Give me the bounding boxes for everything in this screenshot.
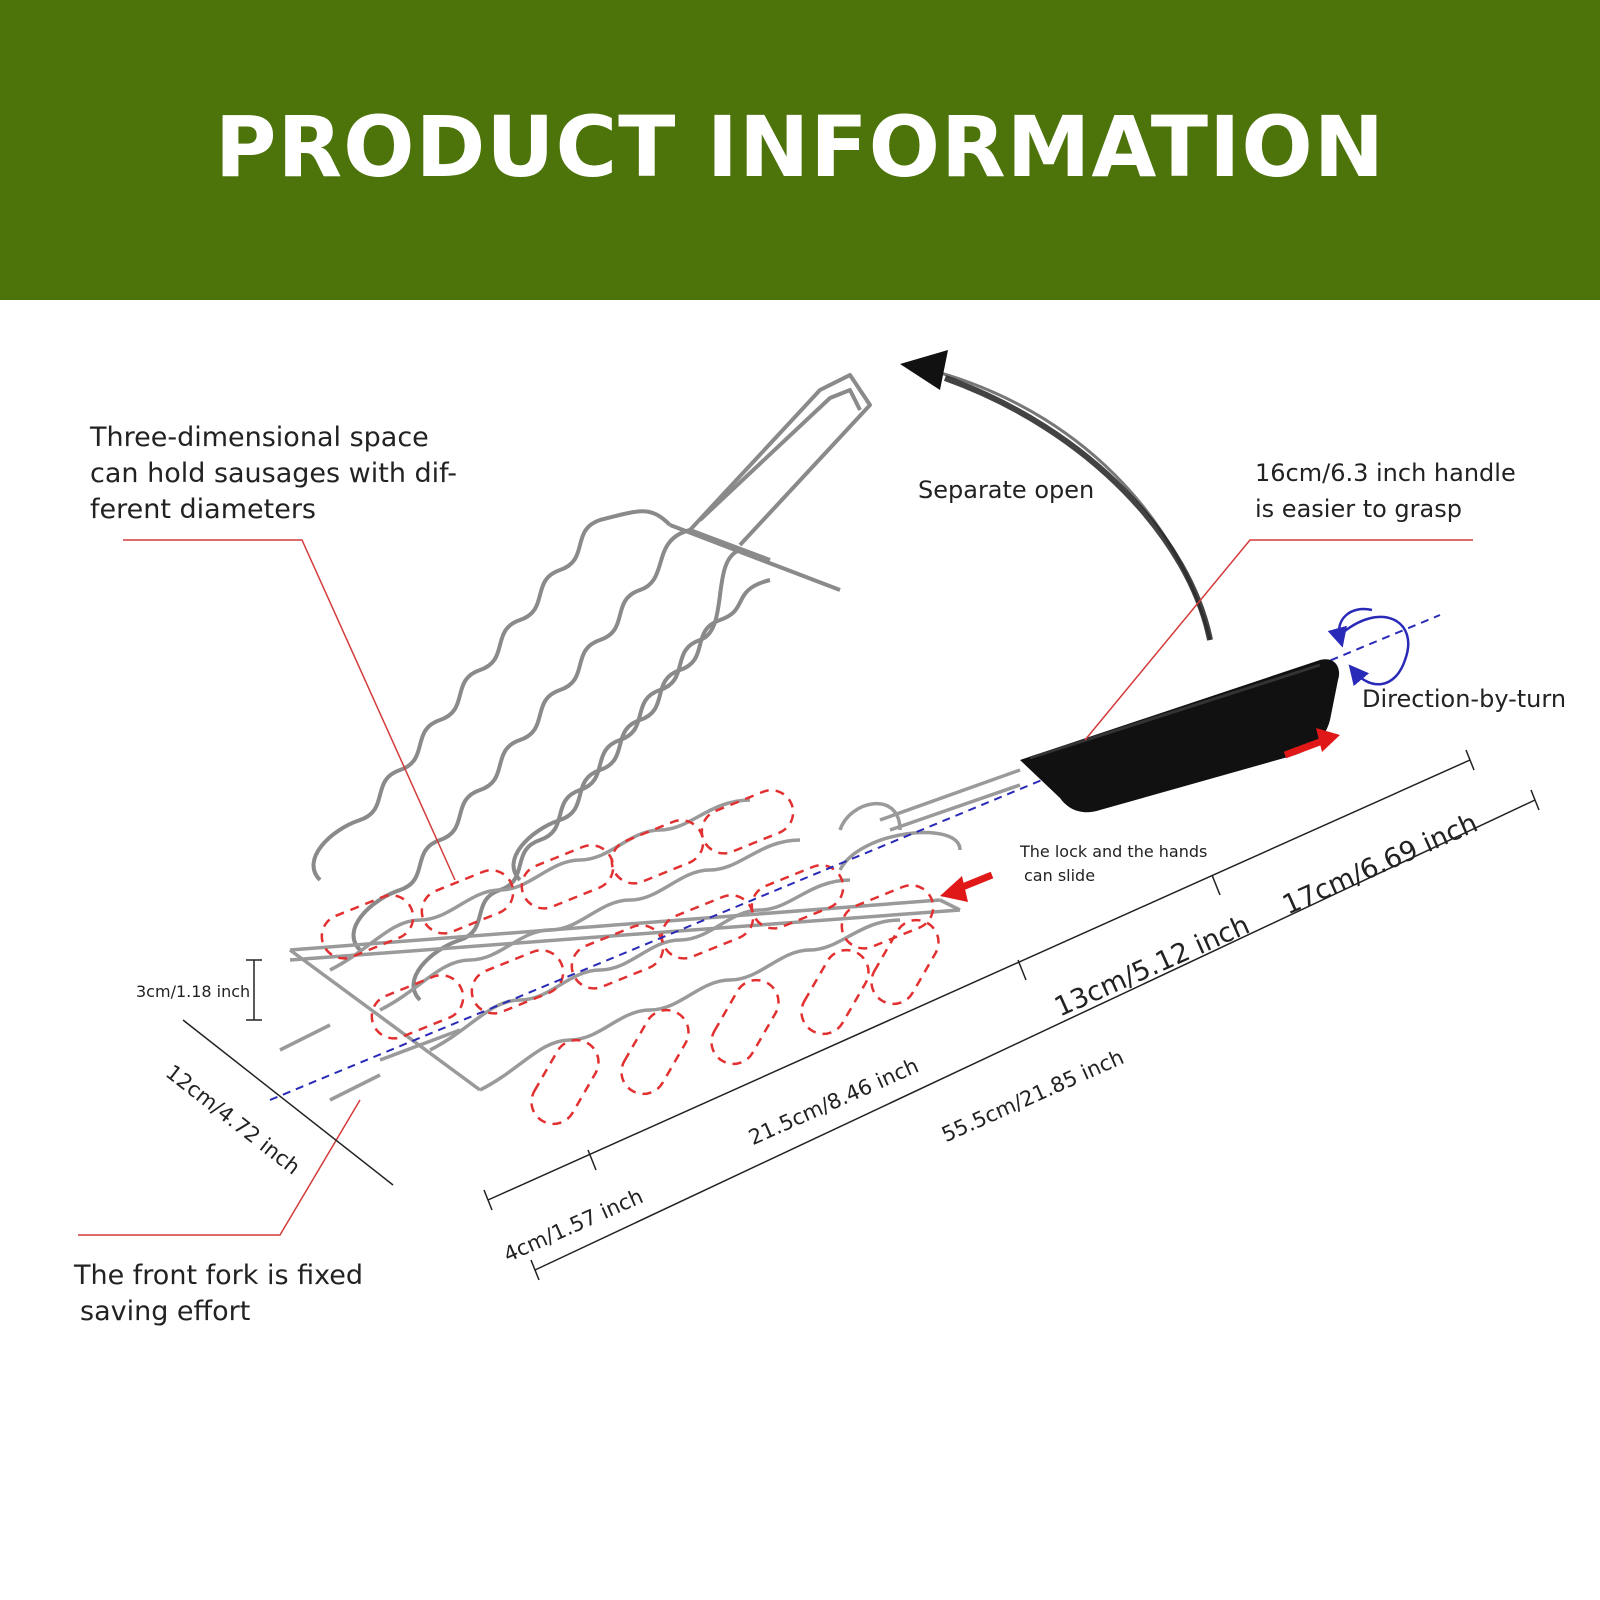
callout-line: saving effort [80, 1296, 251, 1327]
page-title: PRODUCT INFORMATION [214, 98, 1386, 196]
callout-line: The lock and the hands [1020, 842, 1208, 861]
lock-slide-callout: The lock and the hands can slide [1020, 840, 1207, 888]
black-handle [1020, 659, 1340, 813]
slide-arrow-left-icon [940, 871, 994, 902]
three-dimensional-callout: Three-dimensional space can hold sausage… [90, 420, 457, 528]
callout-line: is easier to grasp [1255, 495, 1462, 523]
height-dimension-label: 3cm/1.18 inch [136, 982, 251, 1001]
callout-line: 16cm/6.3 inch handle [1255, 459, 1516, 487]
callout-line: can slide [1024, 866, 1096, 885]
callout-line: Three-dimensional space [90, 422, 429, 453]
lower-grid [279, 768, 1021, 1126]
slide-arrow-right-icon [1283, 728, 1340, 759]
callout-line: ferent diameters [90, 494, 316, 525]
rotation-arrow-icon [1327, 607, 1410, 687]
callout-line: The front fork is fixed [74, 1260, 364, 1291]
callout-line: can hold sausages with dif- [90, 458, 457, 489]
direction-by-turn-label: Direction-by-turn [1362, 685, 1567, 713]
product-diagram [78, 350, 1540, 1281]
handle-callout: 16cm/6.3 inch handle is easier to grasp [1255, 455, 1516, 527]
header-banner: PRODUCT INFORMATION [0, 0, 1600, 300]
open-arc-arrow [900, 350, 1213, 641]
upper-wavy-lid [311, 373, 872, 1002]
front-fork-callout: The front fork is fixed saving effort [74, 1258, 363, 1330]
leader-lines [78, 539, 1473, 1236]
separate-open-label: Separate open [918, 476, 1095, 504]
dimension-lines [182, 749, 1540, 1281]
